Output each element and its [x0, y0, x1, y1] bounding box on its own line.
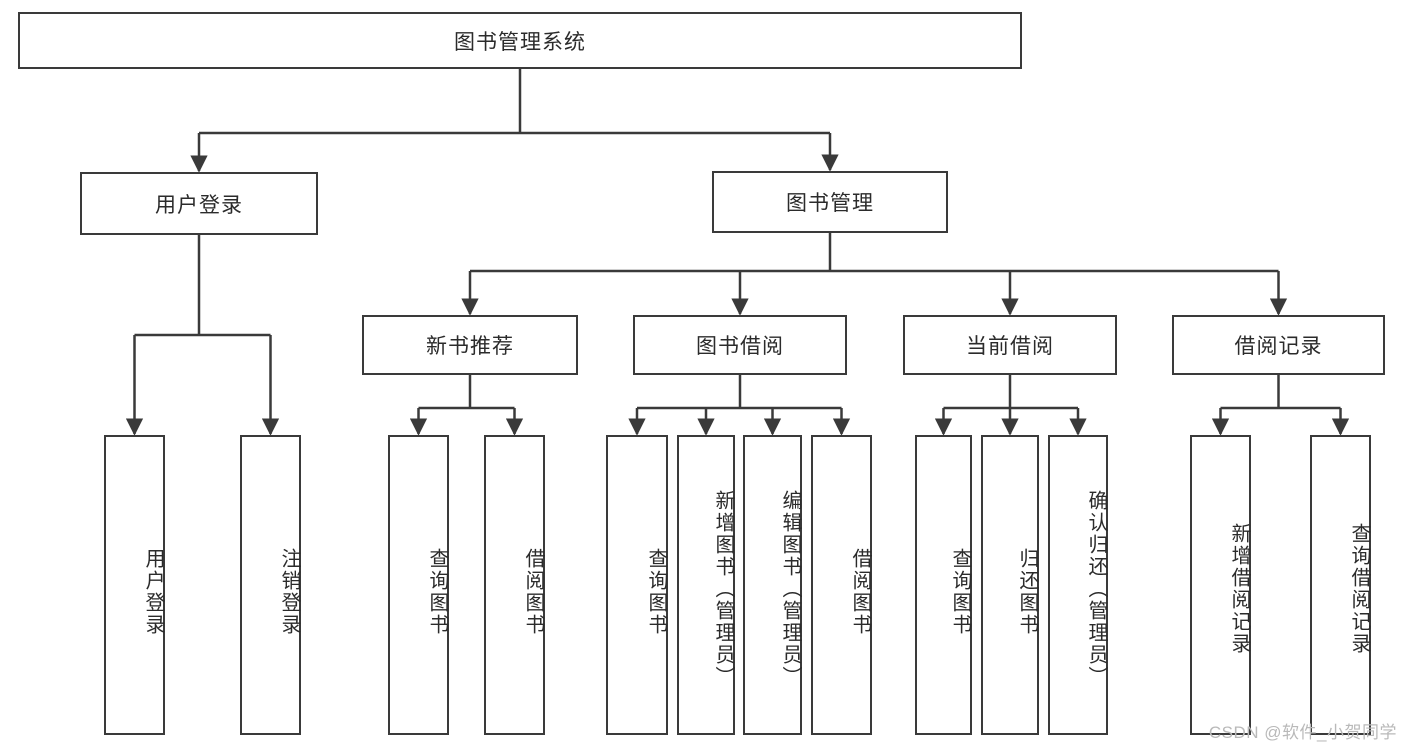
node-label: 借阅图书 [849, 548, 871, 636]
node-leaf-add-borrow-record[interactable]: 新增借阅记录 [1190, 435, 1251, 735]
node-book-manage[interactable]: 图书管理 [712, 171, 948, 233]
node-leaf-add-book-admin[interactable]: 新增图书（管理员） [677, 435, 735, 735]
node-book-borrow[interactable]: 图书借阅 [633, 315, 847, 375]
node-root[interactable]: 图书管理系统 [18, 12, 1022, 69]
node-label: 查询借阅记录 [1348, 523, 1370, 655]
node-label: 借阅图书 [522, 548, 544, 636]
node-label: 查询图书 [426, 548, 448, 636]
node-leaf-query-book-1[interactable]: 查询图书 [388, 435, 449, 735]
node-leaf-query-borrow-record[interactable]: 查询借阅记录 [1310, 435, 1371, 735]
node-label: 查询图书 [949, 548, 971, 636]
node-label: 归还图书 [1016, 548, 1038, 636]
node-leaf-query-book-3[interactable]: 查询图书 [915, 435, 972, 735]
node-leaf-user-logout[interactable]: 注销登录 [240, 435, 301, 735]
node-current-borrow[interactable]: 当前借阅 [903, 315, 1117, 375]
node-label: 查询图书 [645, 548, 667, 636]
node-label: 新书推荐 [426, 335, 514, 358]
node-label: 借阅记录 [1234, 335, 1323, 358]
node-label: 新增借阅记录 [1228, 523, 1250, 655]
node-label: 当前借阅 [966, 335, 1054, 358]
node-label: 用户登录 [155, 193, 243, 217]
node-label: 用户登录 [142, 548, 164, 636]
node-label: 确认归还（管理员） [1085, 490, 1107, 688]
node-borrow-record[interactable]: 借阅记录 [1172, 315, 1385, 375]
node-leaf-edit-book-admin[interactable]: 编辑图书（管理员） [743, 435, 802, 735]
node-label: 图书管理 [786, 192, 874, 215]
node-user-login[interactable]: 用户登录 [80, 172, 318, 235]
node-leaf-borrow-book-2[interactable]: 借阅图书 [811, 435, 872, 735]
node-label: 新增图书（管理员） [712, 490, 734, 688]
node-leaf-return-book[interactable]: 归还图书 [981, 435, 1039, 735]
node-label: 图书管理系统 [454, 30, 586, 54]
node-leaf-confirm-return-admin[interactable]: 确认归还（管理员） [1048, 435, 1108, 735]
node-leaf-query-book-2[interactable]: 查询图书 [606, 435, 668, 735]
node-new-book-recommend[interactable]: 新书推荐 [362, 315, 578, 375]
node-leaf-user-login[interactable]: 用户登录 [104, 435, 165, 735]
node-label: 注销登录 [278, 548, 300, 636]
node-label: 图书借阅 [696, 335, 784, 358]
node-leaf-borrow-book-1[interactable]: 借阅图书 [484, 435, 545, 735]
node-label: 编辑图书（管理员） [779, 490, 801, 688]
